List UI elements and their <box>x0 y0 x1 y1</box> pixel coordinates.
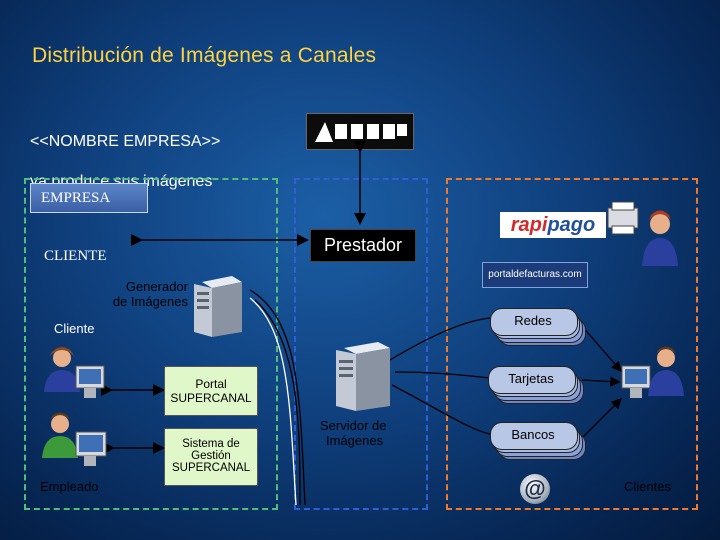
generador-line1: Generador <box>125 279 188 294</box>
portal-supercanal-box: Portal SUPERCANAL <box>164 366 258 416</box>
bancos-label: Bancos <box>511 427 555 442</box>
pago-text: pago <box>547 214 596 236</box>
portal-line2: SUPERCANAL <box>170 391 252 405</box>
channels-region <box>446 178 698 510</box>
server-icon <box>192 274 244 338</box>
empleado-label: Empleado <box>40 479 99 494</box>
sistema-line3: SUPERCANAL <box>172 462 250 474</box>
empresa-box: EMPRESA <box>30 183 148 213</box>
generador-label: Generador de Imágenes <box>96 279 188 309</box>
email-at-icon: @ <box>520 474 550 504</box>
rapi-text: rapi <box>510 214 548 236</box>
servidor-label: Servidor de Imágenes <box>320 418 386 448</box>
company-name: <<NOMBRE EMPRESA>> <box>30 133 221 150</box>
sistema-line2: Gestión <box>191 450 231 462</box>
redes-stack: Redes <box>490 308 590 352</box>
generador-line2: de Imágenes <box>112 294 188 309</box>
printer-user-icon <box>606 200 686 270</box>
portal-line1: Portal <box>195 377 227 391</box>
company-header: <<NOMBRE EMPRESA>> ya produce sus imágen… <box>30 112 220 212</box>
clientes-user-icon <box>620 346 688 404</box>
portaldefacturas-logo: portaldefacturas.com <box>482 262 588 288</box>
logo-shapes-icon <box>315 122 407 142</box>
bancos-stack: Bancos <box>490 422 590 466</box>
page-title: Distribución de Imágenes a Canales <box>32 44 377 67</box>
redes-label: Redes <box>514 313 552 328</box>
servidor-line2: Imágenes <box>326 433 384 448</box>
servidor-line1: Servidor de <box>320 418 387 433</box>
clientes-label: Clientes <box>624 479 671 494</box>
sistema-line1: Sistema de <box>182 438 240 450</box>
image-server-icon <box>334 340 392 412</box>
client-region <box>24 178 278 510</box>
employee-user-icon <box>38 412 110 470</box>
tarjetas-stack: Tarjetas <box>488 366 588 410</box>
rapipago-logo: rapipago <box>500 212 606 238</box>
tarjetas-label: Tarjetas <box>508 371 554 386</box>
client-user-icon <box>40 346 108 404</box>
prestador-box: Prestador <box>310 229 416 262</box>
cliente-label: CLIENTE <box>44 248 107 264</box>
cliente-small-label: Cliente <box>54 321 95 336</box>
sistema-gestion-box: Sistema de Gestión SUPERCANAL <box>164 428 258 486</box>
